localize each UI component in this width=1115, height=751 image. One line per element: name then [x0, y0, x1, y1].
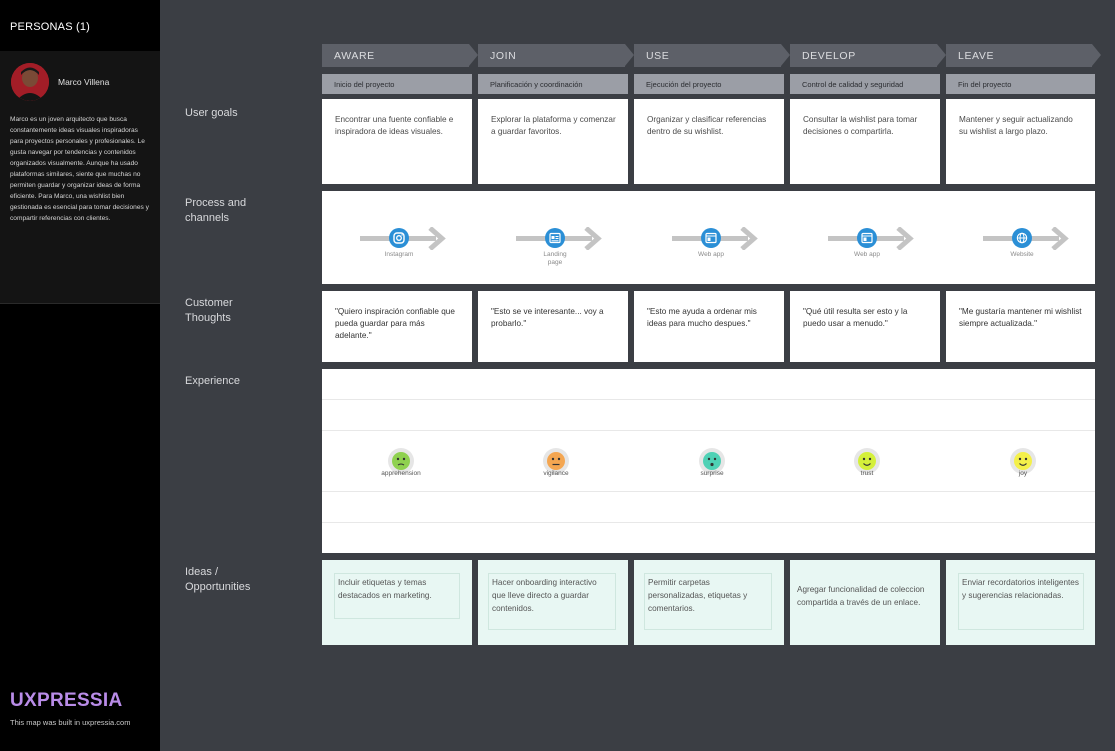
emotion-label: trust: [860, 470, 874, 477]
channel-item[interactable]: Landing page: [516, 227, 606, 277]
stage-aware[interactable]: AWARE: [322, 44, 469, 67]
stage-leave[interactable]: LEAVE: [946, 44, 1092, 67]
channel-arrow-head: [1051, 227, 1069, 250]
user-goal-card[interactable]: Explorar la plataforma y comenzar a guar…: [478, 99, 628, 184]
experience-lane[interactable]: apprehension vigilance surprise trust joy: [322, 369, 1095, 553]
channel-label: Website: [1010, 251, 1034, 258]
stage-join[interactable]: JOIN: [478, 44, 625, 67]
apprehension-emotion-icon[interactable]: [388, 448, 414, 474]
stage-develop[interactable]: DEVELOP: [790, 44, 937, 67]
row-label-thoughts: Customer Thoughts: [185, 297, 233, 324]
grid-line: [322, 522, 1095, 523]
thought-card[interactable]: "Qué útil resulta ser esto y la puedo us…: [790, 291, 940, 362]
grid-line: [322, 430, 1095, 431]
grid-line: [322, 399, 1095, 400]
idea-text[interactable]: Agregar funcionalidad de coleccion compa…: [797, 585, 925, 607]
emotion-label: surprise: [700, 470, 724, 477]
thought-card[interactable]: "Quiero inspiración confiable que pueda …: [322, 291, 472, 362]
stage-arrow: [1092, 44, 1101, 66]
emotion-label: joy: [1018, 470, 1028, 477]
personas-header[interactable]: PERSONAS (1): [0, 0, 160, 51]
row-label-user-goals: User goals: [185, 107, 238, 119]
personas-sidebar: PERSONAS (1) Marco Villena Marco es un j…: [0, 0, 160, 751]
trust-emotion-icon[interactable]: [854, 448, 880, 474]
channel-arrow-head: [428, 227, 446, 250]
joy-emotion-icon[interactable]: [1010, 448, 1036, 474]
vigilance-emotion-icon[interactable]: [543, 448, 569, 474]
persona-bio: Marco es un joven arquitecto que busca c…: [10, 116, 149, 222]
channel-label: Web app: [698, 251, 724, 258]
user-goal-card[interactable]: Mantener y seguir actualizando su wishli…: [946, 99, 1095, 184]
thought-card[interactable]: "Me gustaría mantener mi wishlist siempr…: [946, 291, 1095, 362]
channel-item[interactable]: Instagram: [360, 227, 450, 277]
surprise-emotion-icon[interactable]: [699, 448, 725, 474]
substage-use[interactable]: Ejecución del proyecto: [634, 74, 784, 94]
idea-card[interactable]: Hacer onboarding interactivo que lleve d…: [478, 560, 628, 645]
idea-card[interactable]: Enviar recordatorios inteligentes y suge…: [946, 560, 1095, 645]
thought-card[interactable]: "Esto se ve interesante... voy a probarl…: [478, 291, 628, 362]
channel-item[interactable]: Web app: [672, 227, 762, 277]
globe-icon: [1012, 228, 1032, 248]
substage-leave[interactable]: Fin del proyecto: [946, 74, 1095, 94]
channel-arrow-head: [740, 227, 758, 250]
stage-arrow: [937, 44, 946, 66]
stage-arrow: [625, 44, 634, 66]
idea-text[interactable]: Incluir etiquetas y temas destacados en …: [334, 573, 460, 619]
channel-item[interactable]: Web app: [828, 227, 918, 277]
channel-arrow-head: [896, 227, 914, 250]
row-label-process: Process and channels: [185, 197, 247, 224]
idea-card[interactable]: Agregar funcionalidad de coleccion compa…: [790, 560, 940, 645]
grid-line: [322, 491, 1095, 492]
substage-aware[interactable]: Inicio del proyecto: [322, 74, 472, 94]
channels-lane[interactable]: Instagram Landing page Web app Web app W…: [322, 191, 1095, 284]
stage-arrow: [781, 44, 790, 66]
persona-name: Marco Villena: [58, 77, 110, 87]
landing-page-icon: [545, 228, 565, 248]
row-label-ideas: Ideas / Opportunities: [185, 566, 251, 593]
web-app-icon: [701, 228, 721, 248]
user-goal-card[interactable]: Organizar y clasificar referencias dentr…: [634, 99, 784, 184]
stage-arrow: [469, 44, 478, 66]
channel-label: Landing page: [543, 251, 567, 266]
thought-card[interactable]: "Esto me ayuda a ordenar mis ideas para …: [634, 291, 784, 362]
idea-card[interactable]: Incluir etiquetas y temas destacados en …: [322, 560, 472, 645]
user-goal-card[interactable]: Consultar la wishlist para tomar decisio…: [790, 99, 940, 184]
uxpressia-logo[interactable]: UXPRESSIA: [10, 690, 123, 711]
emotion-label: apprehension: [381, 470, 421, 477]
idea-text[interactable]: Hacer onboarding interactivo que lleve d…: [488, 573, 616, 630]
channel-label: Instagram: [384, 251, 414, 258]
brand-footer[interactable]: This map was built in uxpressia.com: [10, 718, 131, 727]
idea-text[interactable]: Enviar recordatorios inteligentes y suge…: [958, 573, 1084, 630]
idea-card[interactable]: Permitir carpetas personalizadas, etique…: [634, 560, 784, 645]
user-goal-card[interactable]: Encontrar una fuente confiable e inspira…: [322, 99, 472, 184]
idea-text[interactable]: Permitir carpetas personalizadas, etique…: [644, 573, 772, 630]
stage-use[interactable]: USE: [634, 44, 781, 67]
persona-avatar[interactable]: [11, 63, 49, 101]
web-app-icon: [857, 228, 877, 248]
row-label-experience: Experience: [185, 375, 241, 387]
channel-arrow-head: [584, 227, 602, 250]
substage-join[interactable]: Planificación y coordinación: [478, 74, 628, 94]
channel-item[interactable]: Website: [983, 227, 1073, 277]
emotion-label: vigilance: [543, 470, 569, 477]
instagram-icon: [389, 228, 409, 248]
persona-card[interactable]: Marco Villena Marco es un joven arquitec…: [0, 51, 160, 304]
channel-label: Web app: [854, 251, 880, 258]
substage-develop[interactable]: Control de calidad y seguridad: [790, 74, 940, 94]
